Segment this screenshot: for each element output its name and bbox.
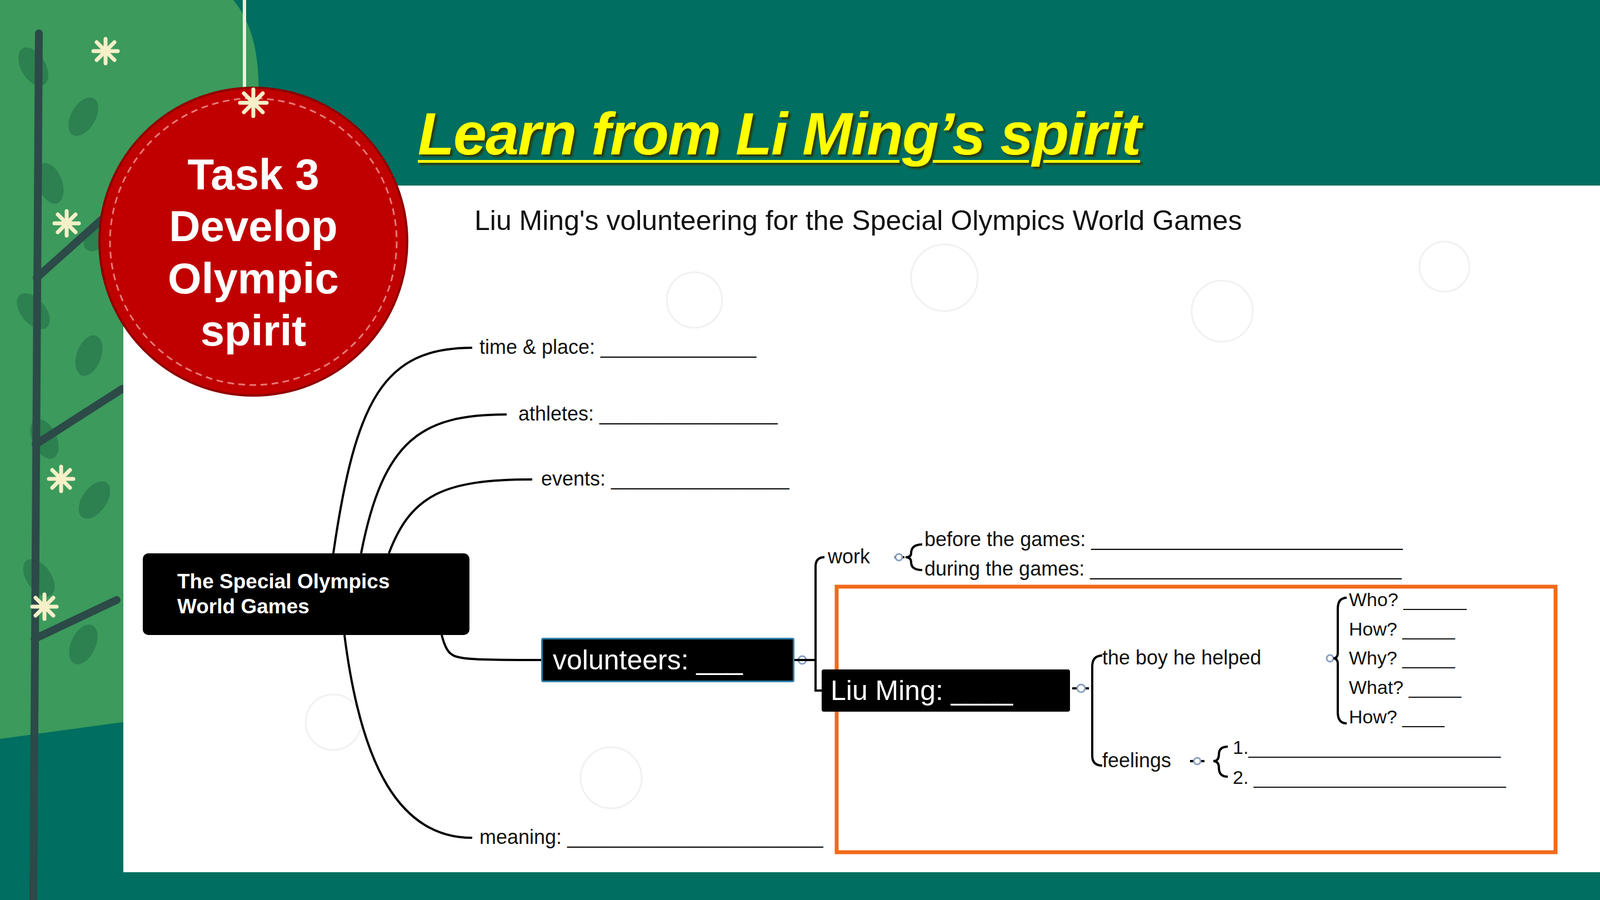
tree-trunk bbox=[33, 33, 123, 900]
node-text: Liu Ming: ____ bbox=[821, 673, 1022, 708]
branch-label: events: ________________ bbox=[541, 467, 789, 490]
connector bbox=[441, 635, 542, 660]
branch-label: the boy he helped bbox=[1102, 646, 1262, 669]
question-label: Who? ______ bbox=[1348, 588, 1467, 611]
root-box: The Special Olympics World Games bbox=[142, 553, 470, 635]
branch-label: time & place: ______________ bbox=[479, 335, 757, 359]
task-badge: Task 3 Develop Olympic spirit bbox=[97, 86, 409, 398]
node-text: volunteers: ___ bbox=[542, 643, 753, 677]
tree-flowers bbox=[32, 38, 118, 619]
leaf-label: before the games: ______________________… bbox=[924, 527, 1403, 551]
node-text: Task 3 Develop Olympic spirit bbox=[158, 148, 348, 357]
tree-leaves bbox=[10, 42, 124, 669]
highlight-frame bbox=[836, 586, 1556, 853]
connector bbox=[794, 660, 822, 691]
question-label: Why? _____ bbox=[1348, 647, 1455, 669]
branch-label: feelings bbox=[1102, 748, 1172, 772]
branch-label: work bbox=[827, 545, 870, 568]
branch-label: meaning: _______________________ bbox=[479, 825, 824, 849]
question-label: How? _____ bbox=[1348, 618, 1455, 640]
volunteers-box: volunteers: ___ bbox=[541, 637, 795, 683]
leaf-label: 2. ________________________ bbox=[1232, 766, 1507, 789]
question-label: What? _____ bbox=[1348, 676, 1462, 699]
leaf-label: during the games: ______________________… bbox=[924, 557, 1402, 580]
branch-label: athletes: ________________ bbox=[518, 402, 778, 425]
panel-bubbles bbox=[305, 241, 1470, 809]
leaf-label: 1.________________________ bbox=[1232, 736, 1501, 759]
node-text: The Special Olympics World Games bbox=[142, 569, 451, 619]
question-label: How? ____ bbox=[1348, 706, 1445, 728]
slide-title: Learn from Li Ming’s spirit bbox=[417, 98, 1140, 169]
person-box: Liu Ming: ____ bbox=[821, 669, 1070, 712]
subtitle: Liu Ming's volunteering for the Special … bbox=[474, 205, 1242, 238]
